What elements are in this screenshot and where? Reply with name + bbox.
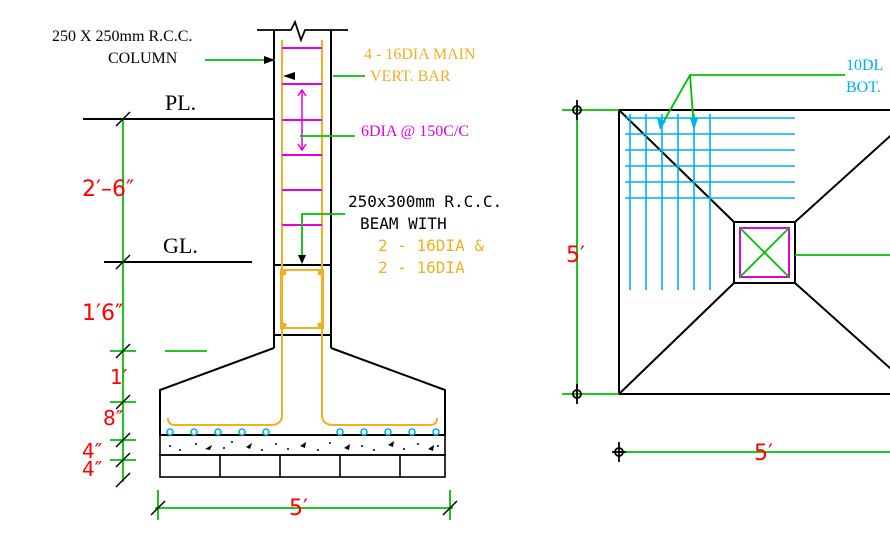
main-bar-label-line1: 4 - 16DIA MAIN xyxy=(364,46,476,63)
dim-ticks xyxy=(115,111,458,516)
plan-leaders xyxy=(562,74,890,453)
pcc-brick-layer xyxy=(159,434,446,478)
dim-brick: 4″ xyxy=(82,457,102,481)
main-bar-label-line2: VERT. BAR xyxy=(370,68,451,85)
beam-bars xyxy=(281,270,323,328)
leaders xyxy=(110,59,453,520)
plan-leader-arrows xyxy=(657,118,698,130)
tie-label: 6DIA @ 150C/C xyxy=(361,123,469,140)
plan-bar-label-line1: 10DL xyxy=(846,57,883,74)
footing-outline xyxy=(159,335,446,436)
plan-bar-label-line2: BOT. xyxy=(846,79,881,96)
plan-bar-mesh xyxy=(625,114,795,290)
plan-dim-horizontal: 5′ xyxy=(754,441,773,466)
column-outline xyxy=(257,19,348,335)
plan-outline xyxy=(618,109,890,395)
plan-dim-markers xyxy=(572,100,626,462)
dim-pedestal: 1′ xyxy=(110,365,128,389)
plan-dim-vertical: 5′ xyxy=(566,243,585,268)
beam-label-line2: BEAM WITH xyxy=(360,214,447,233)
tie-spacing-arrows xyxy=(297,88,307,152)
footing-section: 250 X 250mm R.C.C. COLUMN 4 - 16DIA MAIN… xyxy=(52,19,502,521)
bottom-bars xyxy=(166,428,440,436)
dim-width: 5′ xyxy=(289,496,308,521)
pl-label: PL. xyxy=(165,90,196,115)
leader-arrows xyxy=(264,56,306,264)
column-label-line2: COLUMN xyxy=(108,50,178,67)
beam-label-line3: 2 - 16DIA & xyxy=(378,236,484,255)
dim-pcc: 4″ xyxy=(82,439,102,463)
beam-label-line1: 250x300mm R.C.C. xyxy=(348,192,502,211)
plan-bar-box xyxy=(739,227,790,278)
column-label-line1: 250 X 250mm R.C.C. xyxy=(52,28,192,45)
dim-gl-down: 1′6″ xyxy=(82,301,123,326)
level-lines xyxy=(83,118,274,263)
beam-label-line4: 2 - 16DIA xyxy=(378,258,465,277)
dim-pl-gl: 2′–6″ xyxy=(82,177,134,202)
footing-plan: 10DL BOT. 5′ 5′ xyxy=(562,57,890,466)
gl-label: GL. xyxy=(163,233,198,258)
pcc-hatch xyxy=(169,441,439,451)
plan-column-cross xyxy=(739,227,790,278)
main-vertical-bars xyxy=(167,40,438,426)
dim-slope: 8″ xyxy=(103,406,123,430)
